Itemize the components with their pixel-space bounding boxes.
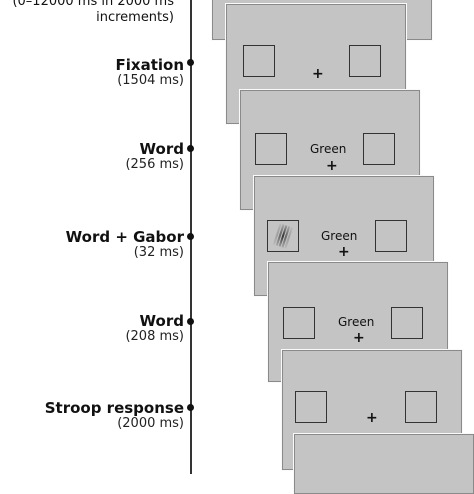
stage-name: Word + Gabor <box>65 228 184 246</box>
stage-name: Word <box>139 140 184 158</box>
fixation-cross: + <box>366 410 378 426</box>
stage-duration: (208 ms) <box>125 328 184 344</box>
timeline-dot-word-1 <box>187 145 194 152</box>
stage-duration: (256 ms) <box>125 156 184 172</box>
stage-name: Fixation <box>115 56 184 74</box>
fixation-cross: + <box>353 330 365 346</box>
stage-label-stroop-response: Stroop response (2000 ms) <box>45 400 184 431</box>
stroop-word: Green <box>321 229 358 243</box>
left-placeholder-box <box>295 391 327 423</box>
timeline-dot-word-gabor <box>187 233 194 240</box>
screen-next <box>294 434 474 494</box>
timeline-dot-fixation <box>187 59 194 66</box>
iti-duration-line1: (0–12000 ms in 2000 ms <box>12 0 174 9</box>
gabor-box <box>267 220 299 252</box>
left-placeholder-box <box>255 133 287 165</box>
stage-name: Word <box>139 312 184 330</box>
left-placeholder-box <box>283 307 315 339</box>
stage-label-word-1: Word (256 ms) <box>125 141 184 172</box>
stage-label-fixation: Fixation (1504 ms) <box>116 57 184 88</box>
stage-label-word-gabor: Word + Gabor (32 ms) <box>66 229 184 260</box>
right-placeholder-box <box>391 307 423 339</box>
fixation-cross: + <box>326 158 338 174</box>
stroop-word: Green <box>338 315 375 329</box>
left-placeholder-box <box>243 45 275 77</box>
fixation-cross: + <box>338 244 350 260</box>
stage-duration: (1504 ms) <box>117 72 184 88</box>
fixation-cross: + <box>312 66 324 82</box>
stage-duration: (2000 ms) <box>117 415 184 431</box>
stroop-word: Green <box>310 142 347 156</box>
stage-duration: (32 ms) <box>133 244 184 260</box>
timeline-dot-word-2 <box>187 318 194 325</box>
right-placeholder-box <box>349 45 381 77</box>
right-placeholder-box <box>375 220 407 252</box>
stage-label-word-2: Word (208 ms) <box>125 313 184 344</box>
stage-name: Stroop response <box>44 399 184 417</box>
iti-duration-line2: increments) <box>96 9 174 25</box>
timeline-dot-stroop-response <box>187 404 194 411</box>
right-placeholder-box <box>405 391 437 423</box>
iti-duration-note: (0–12000 ms in 2000 ms increments) <box>12 0 174 25</box>
right-placeholder-box <box>363 133 395 165</box>
gabor-patch-icon <box>268 221 298 251</box>
